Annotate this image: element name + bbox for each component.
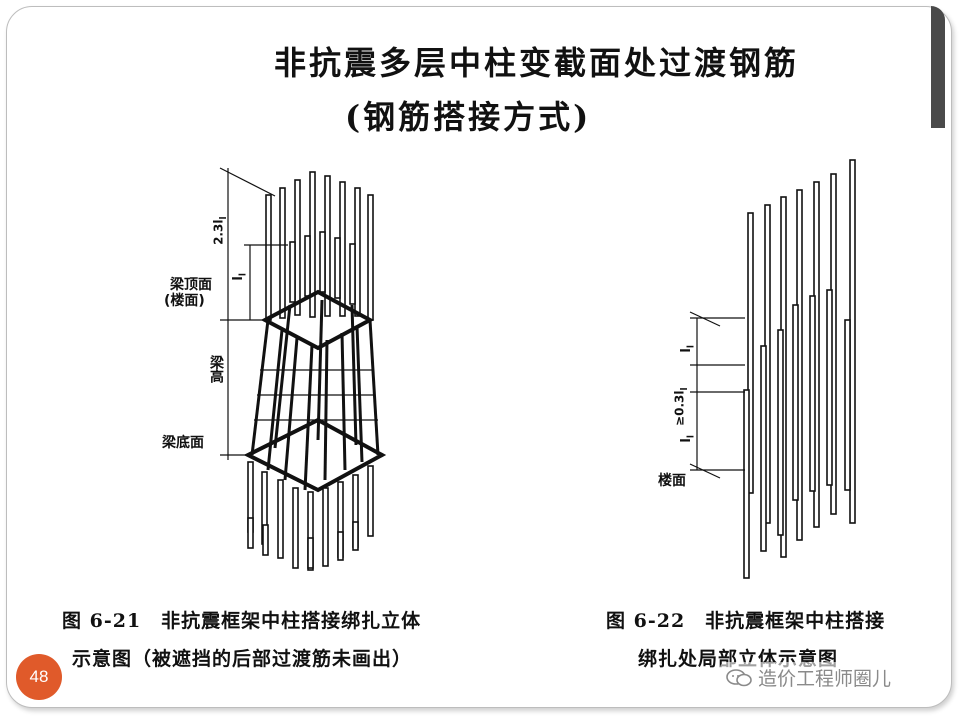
watermark-text: 造价工程师圈儿 — [758, 668, 892, 690]
label-beam-top: 梁顶面 — [170, 277, 212, 293]
left-dimensions — [219, 167, 288, 460]
dim-l-right-top: ll — [678, 345, 697, 353]
watermark: 造价工程师圈儿 — [720, 662, 898, 693]
dim-l-right-bot: ll — [678, 435, 697, 443]
caption-left-line-1: 图 6-21 非抗震框架中柱搭接绑扎立体 — [62, 610, 422, 632]
label-floor-right: 楼面 — [658, 473, 686, 489]
dim-l-left: ll — [230, 273, 249, 281]
dim-2-3l: 2.3ll — [211, 216, 229, 245]
left-lower-bars — [247, 461, 374, 571]
accent-bar — [931, 6, 945, 128]
page-number-badge: 48 — [16, 654, 62, 700]
label-beam-bottom: 梁底面 — [162, 435, 204, 451]
dim-0-3l: ≥0.3ll — [672, 387, 690, 426]
right-rebar-detail — [689, 159, 856, 579]
right-dimensions — [689, 311, 745, 479]
caption-right-line-1: 图 6-22 非抗震框架中柱搭接 — [606, 610, 886, 632]
left-rebar-cage — [219, 167, 387, 571]
left-upper-bars — [265, 171, 374, 321]
left-stirrups — [243, 289, 387, 493]
left-stirrup-inner — [254, 369, 378, 421]
title-line-1: 非抗震多层中柱变截面处过渡钢筋 — [274, 44, 800, 82]
left-transition-bars — [250, 299, 380, 491]
title-line-2: (钢筋搭接方式) — [345, 98, 592, 136]
label-beam-height: 梁高 — [208, 355, 224, 383]
chat-bubble-icon — [726, 668, 752, 686]
label-floor-left: (楼面) — [164, 293, 205, 309]
caption-left-line-2: 示意图（被遮挡的后部过渡筋未画出） — [72, 648, 413, 670]
